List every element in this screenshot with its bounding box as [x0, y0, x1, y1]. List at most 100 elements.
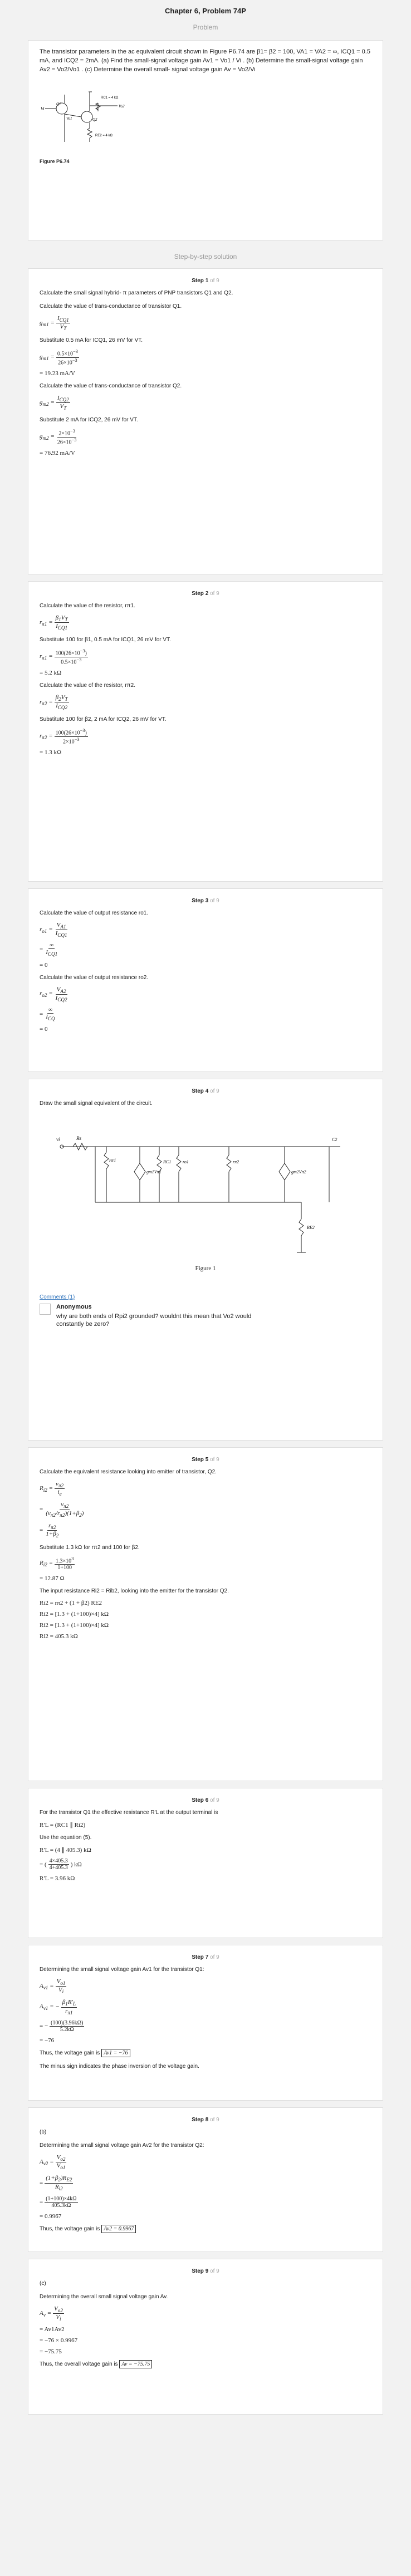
step-text: Substitute 100 for β2, 2 mA for ICQ2, 26… — [40, 716, 167, 723]
step-text: Determining the small signal voltage gai… — [40, 2142, 204, 2149]
result: = 76.92 mA/V — [40, 450, 75, 457]
equation: R′L = (4 ∥ 405.3) kΩ — [40, 1847, 91, 1854]
page: Chapter 6, Problem 74P Problem The trans… — [28, 7, 383, 2415]
step-9-title: Step 9 of 9 — [192, 2268, 219, 2274]
step-text: Calculate the value of trans-conductance… — [40, 383, 182, 390]
svg-text:rπ1: rπ1 — [109, 1158, 116, 1163]
result: = 19.23 mA/V — [40, 370, 75, 377]
svg-text:RE2: RE2 — [306, 1225, 315, 1230]
equation: Ri2 = 405.3 kΩ — [40, 1633, 78, 1640]
step-9: Step 9 of 9 (c) Determining the overall … — [28, 2259, 383, 2415]
step-3: Step 3 of 9 Calculate the value of outpu… — [28, 888, 383, 1072]
equation: =∞ICQ1 — [40, 942, 58, 957]
result: = 12.87 Ω — [40, 1575, 65, 1582]
svg-text:C2: C2 — [332, 1137, 337, 1142]
comment-text: why are both ends of Rpi2 grounded? woul… — [56, 1313, 252, 1328]
answer-line: Thus, the voltage gain is Av2 = 0.9967 — [40, 2224, 371, 2233]
equation: R′L = (RC1 ∥ Ri2) — [40, 1822, 86, 1828]
step-text: Calculate the small signal hybrid- π par… — [40, 290, 233, 296]
equation: rπ2 =100(26×10−3)2×10−3 — [40, 728, 88, 745]
svg-text:RC1: RC1 — [163, 1159, 171, 1164]
step-text: Calculate the value of trans-conductance… — [40, 303, 182, 309]
small-signal-circuit: vi Rs rπ1 gm1Vπ1 RC1 ro1 rπ2 gm2Vπ2 RE2 … — [56, 1135, 340, 1253]
equation: = Av1Av2 — [40, 2326, 65, 2333]
answer-line: Thus, the voltage gain is Av1 = −76 — [40, 2048, 371, 2057]
svg-text:Rs: Rs — [76, 1135, 81, 1141]
step-5-title: Step 5 of 9 — [192, 1457, 219, 1463]
q1-label: Q1 — [56, 102, 61, 106]
part-label: (b) — [40, 2129, 47, 2135]
equation: = −75.75 — [40, 2348, 62, 2356]
problem-figure: Vi RC1 = 4 kΩ RE2 = 4 kΩ Vo1 Vo2 Q1 Q2 — [41, 91, 125, 142]
equation: = −76 × 0.9967 — [40, 2337, 78, 2344]
step-2: Step 2 of 9 Calculate the value of the r… — [28, 581, 383, 882]
answer-box: Av1 = −76 — [101, 2048, 130, 2057]
step-text: Calculate the value of output resistance… — [40, 910, 149, 916]
step-text: Calculate the value of the resistor, rπ2… — [40, 682, 135, 689]
step-text: For the transistor Q1 the effective resi… — [40, 1810, 218, 1816]
svg-text:vi: vi — [56, 1137, 60, 1142]
equation: = −(100)(3.96kΩ)5.2kΩ — [40, 2019, 85, 2033]
equation: R′L = 3.96 kΩ — [40, 1875, 75, 1882]
vo1-label: Vo1 — [66, 116, 72, 121]
problem-heading: Problem — [193, 23, 218, 31]
step-7-title: Step 7 of 9 — [192, 1954, 219, 1960]
result: = 1.3 kΩ — [40, 749, 62, 756]
equation: Ri2 = [1.3 + (1+100)×4] kΩ — [40, 1611, 109, 1618]
step-6-title: Step 6 of 9 — [192, 1797, 219, 1803]
step-6: Step 6 of 9 For the transistor Q1 the ef… — [28, 1788, 383, 1938]
step-8-title: Step 8 of 9 — [192, 2117, 219, 2123]
step-1-title: Step 1 of 9 — [192, 278, 219, 284]
result: = 0 — [40, 1026, 48, 1033]
page-title: Chapter 6, Problem 74P — [165, 7, 246, 15]
equation: =vπ2(vπ2/rπ2)(1+β2) — [40, 1501, 84, 1518]
figure-caption: Figure P6.74 — [40, 159, 70, 164]
step-4: Step 4 of 9 Draw the small signal equiva… — [28, 1079, 383, 1441]
step-4-title: Step 4 of 9 — [192, 1088, 219, 1094]
svg-text:gm2Vπ2: gm2Vπ2 — [291, 1169, 306, 1174]
answer-box: Av = −75.75 — [119, 2360, 153, 2369]
step-text: Determining the small signal voltage gai… — [40, 1967, 204, 1973]
problem-card: The transistor parameters in the ac equi… — [28, 40, 383, 240]
re2-label: RE2 = 4 kΩ — [95, 134, 113, 137]
comment: Anonymous why are both ends of Rpi2 grou… — [40, 1304, 371, 1328]
equation: =∞ICQ — [40, 1006, 55, 1022]
step-3-title: Step 3 of 9 — [192, 898, 219, 904]
figure-1-caption: Figure 1 — [195, 1265, 216, 1272]
result: = −76 — [40, 2037, 55, 2044]
comment-author: Anonymous — [56, 1304, 92, 1310]
step-text: The minus sign indicates the phase inver… — [40, 2063, 199, 2069]
answer-line: Thus, the overall voltage gain is Av = −… — [40, 2360, 371, 2369]
equation: rπ1 =100(26×10−3)0.5×10−3 — [40, 648, 88, 666]
step-text: The input resistance Ri2 = Rib2, looking… — [40, 1588, 229, 1595]
step-text: Substitute 2 mA for ICQ2, 26 mV for VT. — [40, 417, 138, 424]
answer-box: Av2 = 0.9967 — [101, 2224, 136, 2233]
vi-label: Vi — [41, 106, 45, 111]
comments-link[interactable]: Comments (1) — [40, 1294, 75, 1300]
problem-text: The transistor parameters in the ac equi… — [40, 48, 370, 73]
result: = 0 — [40, 961, 48, 969]
step-7: Step 7 of 9 Determining the small signal… — [28, 1945, 383, 2101]
step-text: Draw the small signal equivalent of the … — [40, 1100, 153, 1107]
step-8: Step 8 of 9 (b) Determining the small si… — [28, 2107, 383, 2252]
avatar — [40, 1304, 51, 1315]
result: = 0.9967 — [40, 2213, 62, 2220]
step-1: Step 1 of 9 Calculate the small signal h… — [28, 268, 383, 574]
solution-heading: Step-by-step solution — [174, 253, 237, 260]
step-text: Substitute 0.5 mA for ICQ1, 26 mV for VT… — [40, 337, 143, 344]
part-label: (c) — [40, 2280, 46, 2287]
